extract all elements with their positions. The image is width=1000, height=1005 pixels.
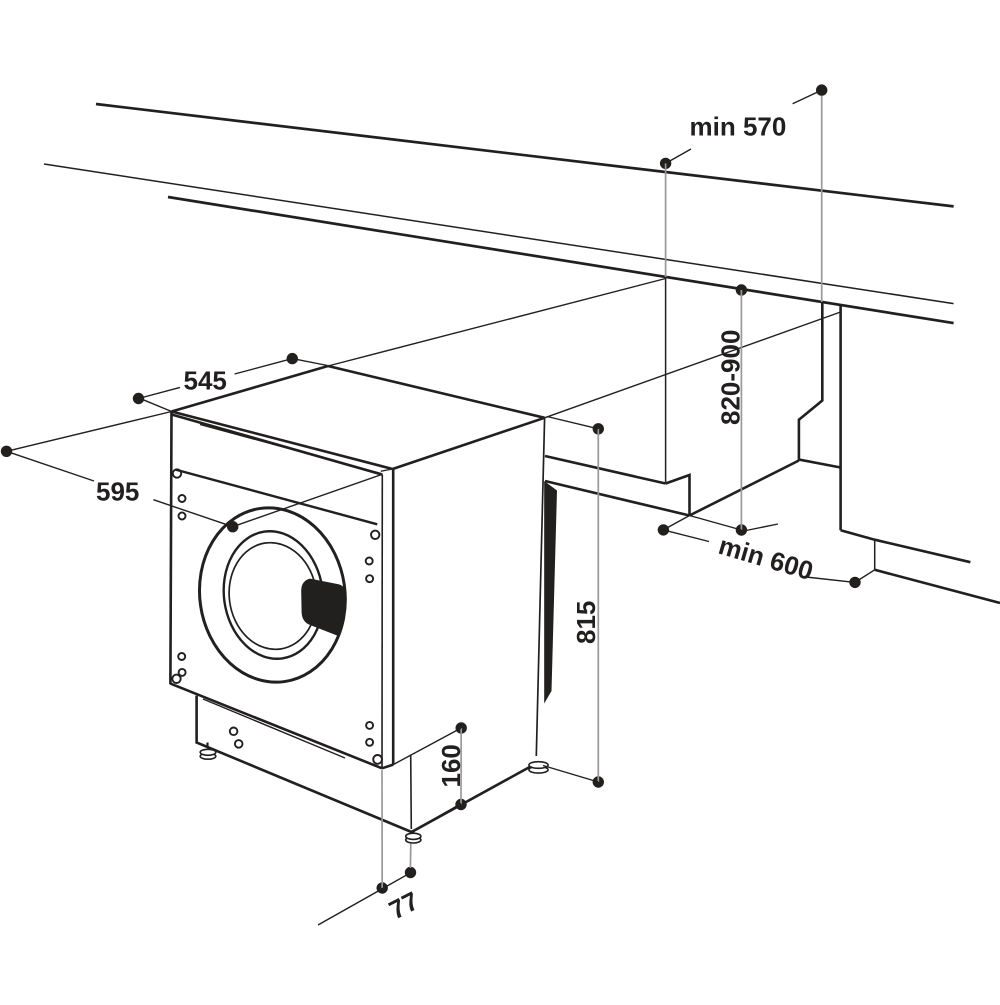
- svg-text:595: 595: [96, 477, 139, 507]
- svg-text:160: 160: [436, 744, 466, 787]
- svg-text:820-900: 820-900: [716, 330, 746, 425]
- svg-text:545: 545: [184, 366, 227, 396]
- svg-text:815: 815: [571, 601, 601, 644]
- svg-text:min 570: min 570: [690, 112, 787, 142]
